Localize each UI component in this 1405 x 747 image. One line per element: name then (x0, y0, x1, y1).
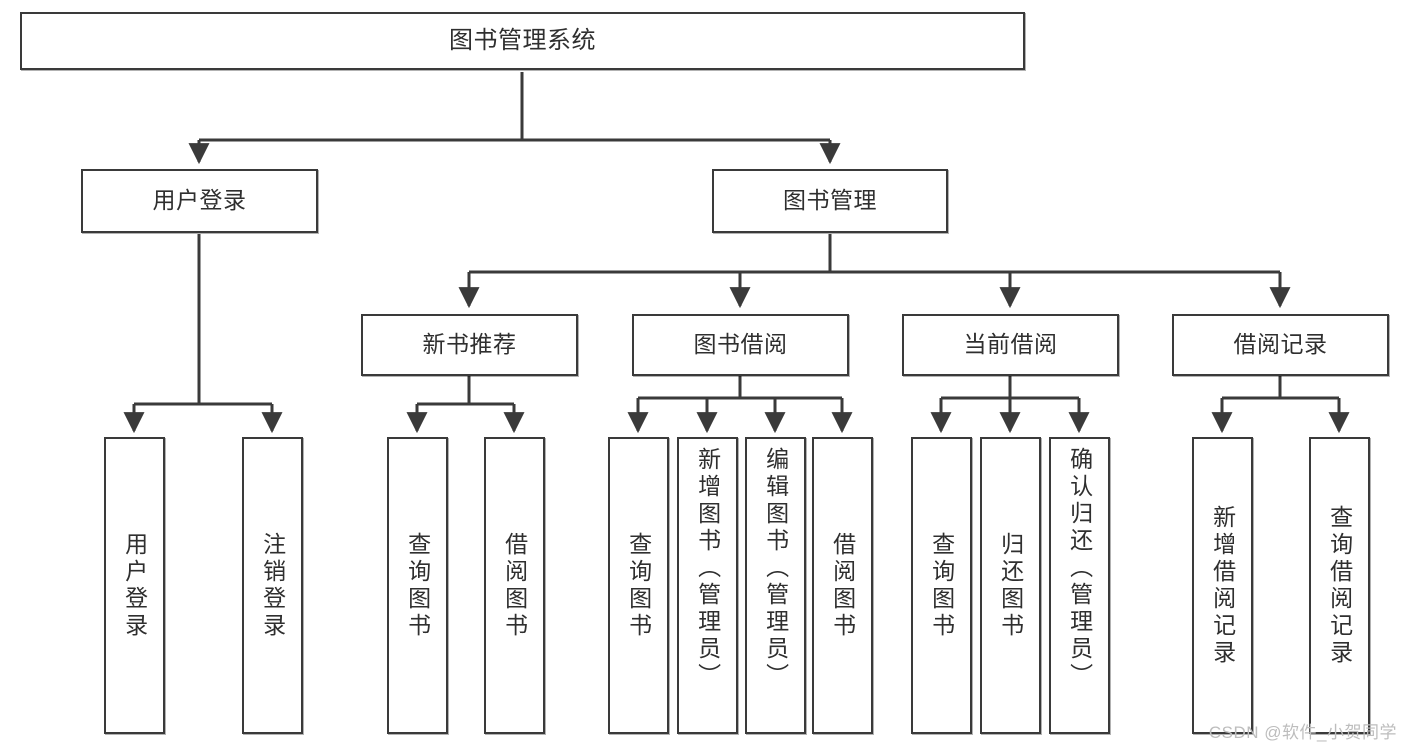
node-label: 新增图书（管理员） (694, 447, 721, 690)
node-label: 用户登录 (121, 531, 148, 640)
node-label: 查询图书 (404, 531, 431, 640)
leaf-add-book-admin[interactable]: 新增图书（管理员） (677, 437, 738, 734)
node-label: 注销登录 (259, 531, 286, 640)
watermark: CSDN @软件_小贺同学 (1208, 723, 1397, 742)
leaf-edit-book-admin[interactable]: 编辑图书（管理员） (745, 437, 806, 734)
node-label: 用户登录 (152, 187, 247, 214)
leaf-query-book-recommend[interactable]: 查询图书 (387, 437, 448, 734)
leaf-borrow-book-recommend[interactable]: 借阅图书 (484, 437, 545, 734)
node-label: 借阅记录 (1233, 331, 1328, 358)
node-label: 编辑图书（管理员） (762, 447, 789, 690)
node-label: 查询图书 (928, 531, 955, 640)
leaf-user-logout[interactable]: 注销登录 (242, 437, 303, 734)
leaf-user-login[interactable]: 用户登录 (104, 437, 165, 734)
node-label: 借阅图书 (829, 531, 856, 640)
leaf-return-book[interactable]: 归还图书 (980, 437, 1041, 734)
node-book-management[interactable]: 图书管理 (712, 169, 948, 233)
node-new-book-recommend[interactable]: 新书推荐 (361, 314, 578, 376)
node-label: 当前借阅 (963, 331, 1058, 358)
node-book-borrow[interactable]: 图书借阅 (632, 314, 849, 376)
leaf-query-borrow-record[interactable]: 查询借阅记录 (1309, 437, 1370, 734)
node-label: 图书借阅 (693, 331, 788, 358)
node-label: 图书管理 (783, 187, 877, 214)
leaf-query-book-borrow[interactable]: 查询图书 (608, 437, 669, 734)
node-label: 归还图书 (997, 531, 1024, 640)
node-label: 查询图书 (625, 531, 652, 640)
node-label: 新增借阅记录 (1209, 504, 1236, 667)
node-label: 确认归还（管理员） (1066, 447, 1093, 690)
node-label: 借阅图书 (501, 531, 528, 640)
leaf-borrow-book[interactable]: 借阅图书 (812, 437, 873, 734)
node-borrow-record[interactable]: 借阅记录 (1172, 314, 1389, 376)
node-root-book-management-system[interactable]: 图书管理系统 (20, 12, 1025, 70)
node-current-borrow[interactable]: 当前借阅 (902, 314, 1119, 376)
leaf-add-borrow-record[interactable]: 新增借阅记录 (1192, 437, 1253, 734)
leaf-confirm-return-admin[interactable]: 确认归还（管理员） (1049, 437, 1110, 734)
node-label: 新书推荐 (422, 331, 517, 358)
node-label: 查询借阅记录 (1326, 504, 1353, 667)
node-label: 图书管理系统 (449, 26, 596, 54)
leaf-query-book-current[interactable]: 查询图书 (911, 437, 972, 734)
node-user-login[interactable]: 用户登录 (81, 169, 318, 233)
